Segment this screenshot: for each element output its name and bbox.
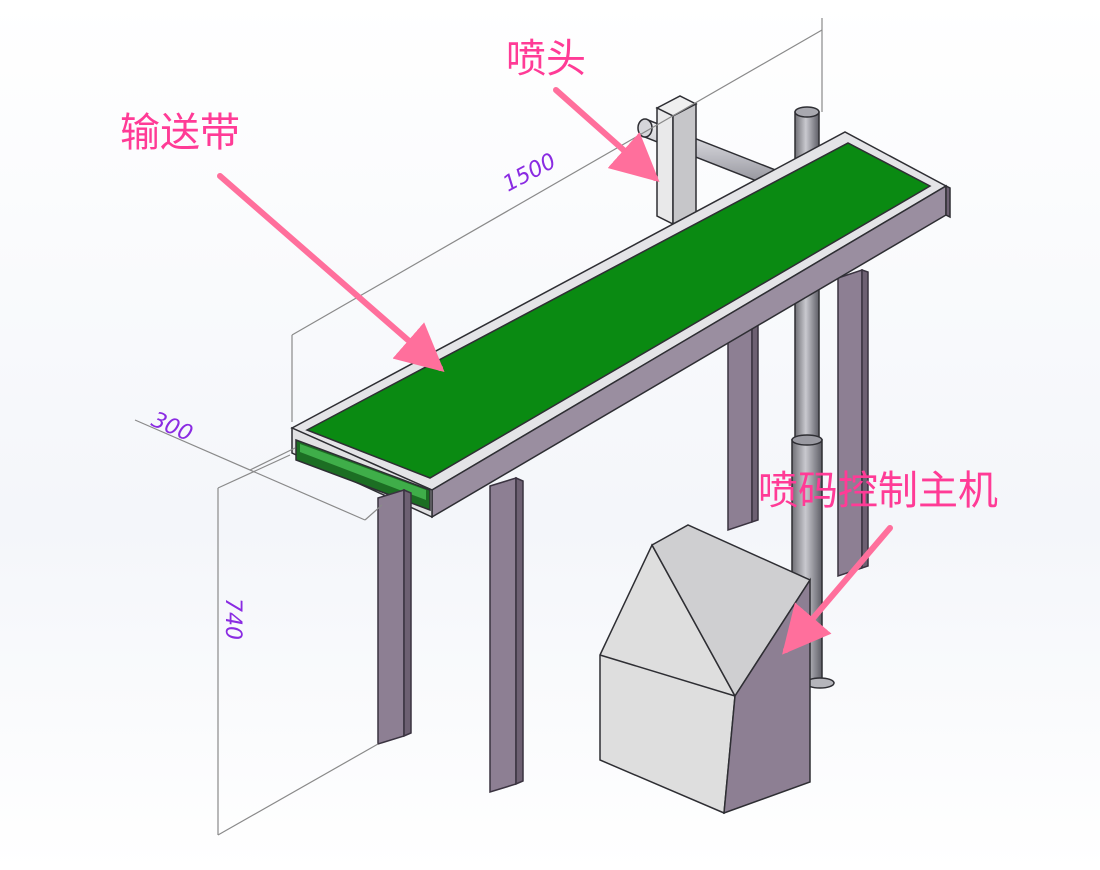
label-conveyor: 输送带	[120, 110, 240, 156]
dimension-lines	[134, 18, 823, 836]
label-nozzle: 喷头	[506, 36, 586, 82]
arrow-conveyor	[217, 173, 445, 372]
arrow-nozzle	[553, 87, 660, 182]
conveyor-belt	[290, 131, 951, 519]
dim-height-text: 740	[220, 598, 245, 640]
front-legs	[377, 476, 524, 794]
back-legs	[727, 268, 869, 578]
label-controller: 喷码控制主机	[758, 468, 998, 514]
arrow-controller	[782, 525, 893, 655]
callout-arrows	[217, 87, 893, 655]
